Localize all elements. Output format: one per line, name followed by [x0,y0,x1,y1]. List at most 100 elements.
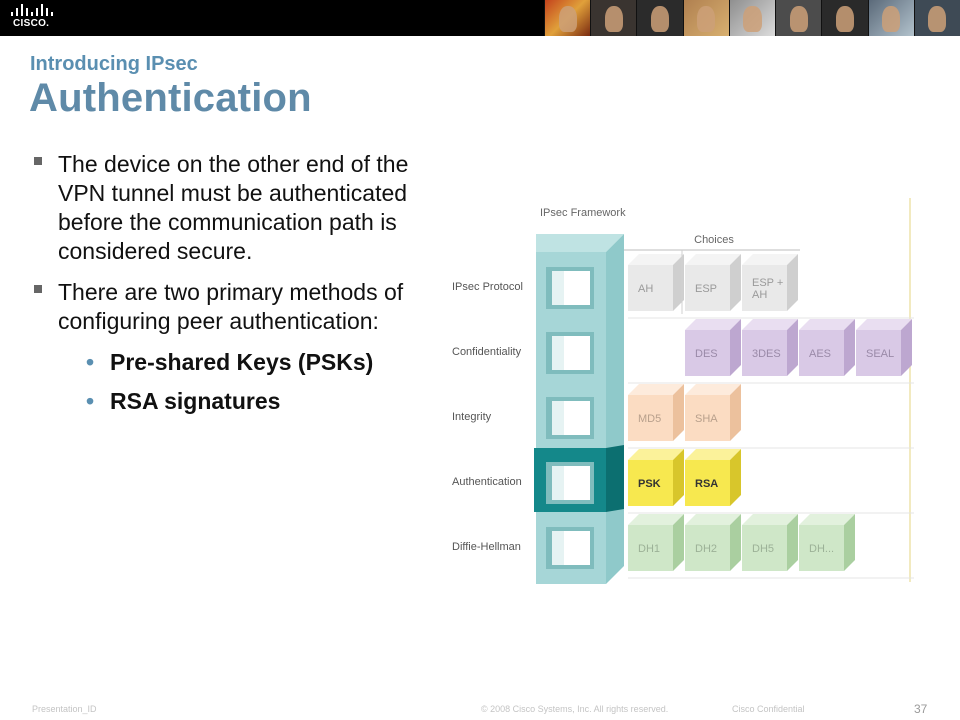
pillar-side [606,234,624,584]
photo-tile [867,0,914,36]
sub-bullet-text: Pre-shared Keys (PSKs) [110,349,374,375]
pillar-window-shade [552,336,564,370]
choice-cube-top [799,514,855,525]
choice-cube-side [673,384,684,441]
choice-cube-top [742,254,798,265]
choice-cube-side [787,319,798,376]
choice-label: DH... [809,543,834,555]
choice-label: RSA [695,478,718,490]
choice-cube-top [685,319,741,330]
choice-cube-side [730,254,741,311]
choice-cube-front [742,265,787,311]
row-label: IPsec Protocol [452,281,523,293]
choice-cube-side [787,254,798,311]
choice-cube-top [628,384,684,395]
bullet-item: The device on the other end of the VPN t… [32,150,442,266]
photo-tile [913,0,960,36]
choices-label: Choices [694,234,734,246]
choice-cube-front [742,525,787,571]
choice-cube-top [628,514,684,525]
choice-cube-side [730,514,741,571]
pillar-window-shade [552,531,564,565]
pillar-window-shade [552,271,564,305]
choice-label: AH [752,289,767,301]
choice-cube-side [673,514,684,571]
choice-cube-side [730,384,741,441]
choice-cube-front [685,460,730,506]
choice-label: ESP [695,283,717,295]
sub-bullet-item: • Pre-shared Keys (PSKs) [32,348,442,377]
row-label: Confidentiality [452,346,522,358]
choice-label: DES [695,348,718,360]
sub-bullet-text: RSA signatures [110,388,281,414]
choice-cube-top [685,254,741,265]
choice-label: DH2 [695,543,717,555]
slide-title: Authentication [29,76,312,120]
choice-cube-top [628,449,684,460]
bullet-text: The device on the other end of the VPN t… [58,151,409,264]
footer-confidential: Cisco Confidential [732,704,805,714]
choice-cube-front [628,525,673,571]
choice-cube-side [730,319,741,376]
row-label: Integrity [452,411,492,423]
choice-cube-front [685,525,730,571]
bullet-list: The device on the other end of the VPN t… [32,150,442,426]
choice-cube-top [685,449,741,460]
choice-cube-front [628,460,673,506]
choice-label: PSK [638,478,661,490]
bullet-item: There are two primary methods of configu… [32,278,442,336]
pillar-highlight-side [606,445,624,512]
choice-cube-top [685,384,741,395]
cisco-logo: CISCO. [10,4,70,32]
bullet-text: There are two primary methods of configu… [58,279,404,334]
choice-cube-side [730,449,741,506]
choice-cube-top [742,319,798,330]
choice-cube-front [685,330,730,376]
photo-tile [590,0,637,36]
pillar-window-shade [552,466,564,500]
page-number: 37 [914,702,928,716]
photo-tile [821,0,868,36]
square-bullet-icon [34,285,42,293]
photo-tile [682,0,729,36]
choice-cube-top [742,514,798,525]
choice-label: ESP + [752,277,783,289]
choice-cube-side [901,319,912,376]
slide-subtitle: Introducing IPsec [30,53,198,75]
logo-text: CISCO. [13,18,50,29]
cisco-bridge-icon [11,4,61,16]
choice-cube-front [685,395,730,441]
choice-label: DH5 [752,543,774,555]
choice-cube-side [844,514,855,571]
choice-cube-top [628,254,684,265]
photo-tile [728,0,776,36]
choice-cube-front [628,395,673,441]
choice-cube-front [799,330,844,376]
choice-label: AES [809,348,831,360]
footer-copyright: © 2008 Cisco Systems, Inc. All rights re… [481,704,669,714]
row-label: Authentication [452,476,522,488]
framework-label: IPsec Framework [540,207,626,219]
choice-label: DH1 [638,543,660,555]
choice-cube-front [856,330,901,376]
dot-bullet-icon: • [86,349,95,375]
choice-label: AH [638,283,653,295]
choice-cube-top [685,514,741,525]
choice-cube-front [685,265,730,311]
sub-bullet-list: • Pre-shared Keys (PSKs) • RSA signature… [32,348,442,416]
photo-tile [775,0,822,36]
header-bar: CISCO. [0,0,960,36]
choice-cube-side [787,514,798,571]
choice-cube-top [856,319,912,330]
footer-presentation-id: Presentation_ID [32,704,97,714]
header-photo-strip [544,0,960,36]
choice-label: SEAL [866,348,894,360]
square-bullet-icon [34,157,42,165]
pillar-window-shade [552,401,564,435]
choice-cube-side [673,449,684,506]
choice-label: MD5 [638,413,661,425]
photo-tile [544,0,591,36]
choice-cube-side [673,254,684,311]
choice-cube-top [799,319,855,330]
